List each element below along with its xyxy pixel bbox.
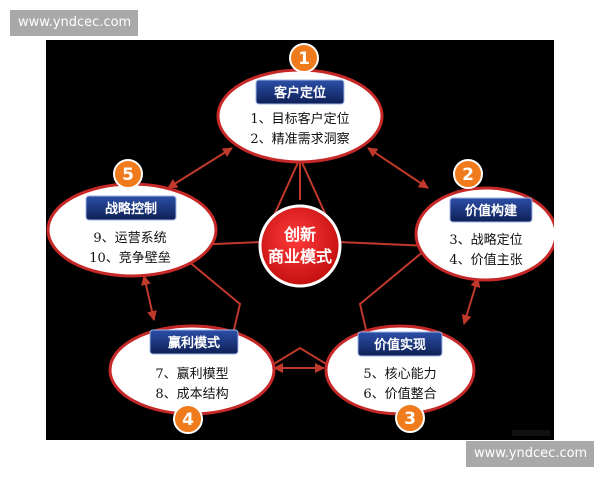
connector-arrows (141, 147, 481, 373)
node-number-badge: 5 (122, 165, 134, 185)
node-title: 价值构建 (465, 203, 517, 219)
center-line1: 创新 (283, 225, 316, 244)
node-item: 4、价值主张 (449, 252, 522, 268)
node-title: 客户定位 (274, 85, 326, 101)
node-title: 战略控制 (105, 201, 157, 217)
node-item: 1、目标客户定位 (250, 111, 349, 127)
node-number-badge: 3 (404, 409, 416, 429)
node-item: 9、运营系统 (93, 231, 166, 246)
node-customer-positioning: 客户定位 1、目标客户定位 2、精准需求洞察 1 (216, 43, 384, 164)
watermark-top: www.yndcec.com (10, 10, 138, 36)
node-value-construction: 价值构建 3、战略定位 4、价值主张 2 (414, 159, 554, 282)
node-item: 5、核心能力 (363, 367, 436, 382)
diagram-canvas: 创新 商业模式 客户定位 1、目标客户定位 2、精准需求洞察 1 价值构建 3、… (46, 40, 554, 440)
connector-4-5 (141, 275, 157, 321)
watermark-bottom: www.yndcec.com (466, 441, 594, 467)
node-item: 3、战略定位 (449, 232, 522, 248)
business-model-diagram: 创新 商业模式 客户定位 1、目标客户定位 2、精准需求洞察 1 价值构建 3、… (46, 43, 554, 436)
node-number-badge: 1 (298, 49, 310, 69)
node-item: 2、精准需求洞察 (250, 132, 349, 147)
center-node: 创新 商业模式 (258, 204, 342, 288)
connector-2-3 (461, 277, 481, 325)
node-strategic-control: 战略控制 9、运营系统 10、竞争壁垒 5 (46, 159, 218, 278)
connector-1-2 (367, 147, 429, 189)
node-item: 7、赢利模型 (155, 366, 228, 382)
node-value-realization: 价值实现 5、核心能力 6、价值整合 3 (324, 324, 476, 433)
node-title: 价值实现 (374, 337, 426, 353)
node-item: 6、价值整合 (363, 386, 436, 402)
credit-mark (512, 430, 550, 436)
center-line2: 商业模式 (268, 247, 332, 266)
node-item: 8、成本结构 (155, 387, 228, 402)
node-number-badge: 4 (182, 410, 194, 430)
node-title: 赢利模式 (168, 335, 220, 351)
node-number-badge: 2 (462, 165, 474, 185)
node-profit-model: 赢利模式 7、赢利模型 8、成本结构 4 (108, 324, 276, 434)
connector-5-1 (167, 147, 233, 189)
node-item: 10、竞争壁垒 (89, 250, 171, 266)
